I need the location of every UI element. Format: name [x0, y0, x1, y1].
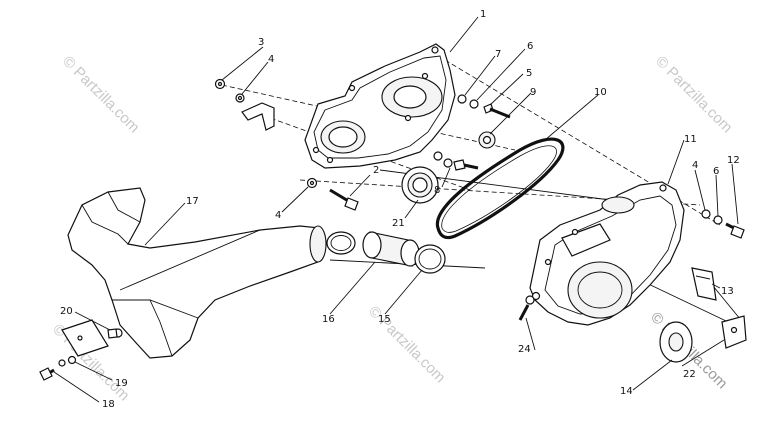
part-clamp-15: [414, 244, 446, 274]
callout-8: 8: [434, 185, 440, 196]
part-disc-14: [659, 321, 693, 363]
part-hose-16: [362, 231, 420, 267]
fasteners-top-left: [214, 78, 245, 103]
part-inner-cover: [304, 43, 456, 169]
callout-7: 7: [495, 49, 501, 60]
part-seal-21: [401, 166, 439, 204]
callout-10: 10: [594, 87, 607, 98]
callout-5: 5: [526, 68, 532, 79]
callout-22: 22: [683, 369, 696, 380]
callout-19: 19: [115, 378, 128, 389]
callout-20: 20: [60, 306, 73, 317]
callout-16: 16: [322, 314, 335, 325]
part-air-duct-17: [67, 187, 327, 359]
callout-9: 9: [530, 87, 536, 98]
callout-14: 14: [620, 386, 633, 397]
callout-11: 11: [684, 134, 697, 145]
callout-3: 3: [258, 37, 264, 48]
watermark-top-right: © Partzilla.com: [652, 53, 735, 136]
part-decal-13: [691, 267, 717, 301]
callout-17: 17: [186, 196, 199, 207]
callout-numbers: 1 2 3 4 4 4 5 6 6 7 8 9 10 11 12 13 14 1…: [60, 9, 740, 410]
part-bolt-20: [107, 328, 123, 339]
part-bolt-8: [433, 151, 479, 171]
part-clamp-16a: [326, 231, 356, 255]
part-screw-18: [39, 355, 77, 381]
fasteners-upper-right: [457, 94, 511, 149]
callout-6-top: 6: [527, 41, 533, 52]
part-bolt-24: [518, 295, 535, 321]
callout-1: 1: [480, 9, 486, 20]
callout-12: 12: [727, 155, 740, 166]
leader-lines: [53, 16, 739, 403]
watermark-top-left: © Partzilla.com: [59, 53, 142, 136]
callout-4-left: 4: [275, 210, 281, 221]
callout-24: 24: [518, 344, 531, 355]
callout-15: 15: [378, 314, 391, 325]
callout-21: 21: [392, 218, 405, 229]
part-drive-belt: [435, 137, 565, 240]
part-bracket: [241, 102, 275, 131]
callout-4-right: 4: [692, 160, 698, 171]
callout-6-right: 6: [713, 166, 719, 177]
callout-2: 2: [373, 165, 379, 176]
fasteners-right: [701, 209, 745, 239]
part-plate-22: [721, 315, 747, 349]
part-mounting-plate-19: [61, 319, 109, 357]
callout-13: 13: [721, 286, 734, 297]
part-bolt-2: [306, 177, 359, 211]
callout-4-top: 4: [268, 54, 274, 65]
callout-18: 18: [102, 399, 115, 410]
part-outer-cover: [529, 181, 685, 326]
